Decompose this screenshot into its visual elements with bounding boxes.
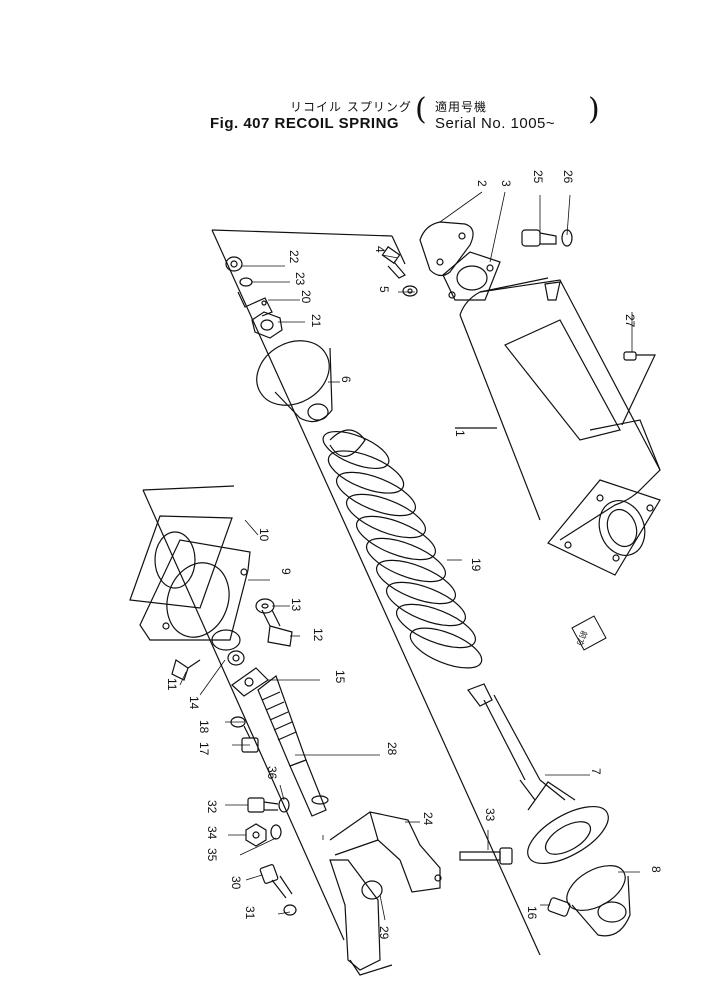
recoil-spring-coil [322,429,483,669]
serial-number-range: Serial No. 1005~ [435,115,556,132]
callout-11: 11 [165,678,179,691]
washer-13 [255,598,275,614]
yoke-8 [566,865,631,937]
callout-15: 15 [333,670,347,684]
nut-34 [245,823,267,847]
callout-31: 31 [243,906,257,920]
washer-35 [270,824,282,840]
callout-23: 23 [293,272,307,286]
recoil-cylinder [455,277,661,576]
title-block: リコイル スプリング ( 適用号機 Fig. 407 RECOIL SPRING… [210,92,610,138]
seal-14 [227,650,245,666]
recoil-rod-7 [467,683,609,864]
gasket [442,251,501,301]
nut-21 [251,311,283,339]
callout-34: 34 [205,826,219,840]
lock-plate-15 [231,667,269,697]
callout-24: 24 [421,812,435,826]
callout-13: 13 [289,598,303,612]
bolt-12 [261,609,293,647]
plug-27 [621,351,656,426]
figure-title: Fig. 407 RECOIL SPRING [210,115,400,132]
adjuster-group-outline [142,485,345,941]
bolt-4 [381,246,406,279]
key-16 [547,897,571,917]
bolt-32 [247,797,279,813]
main-assembly-outline [211,229,541,956]
cover-plate [419,221,474,277]
callout-12: 12 [311,628,325,642]
callout-3: 3 [499,180,513,187]
callout-36: 36 [265,766,279,780]
bolt-25 [521,229,557,247]
bolt-33 [459,847,513,865]
washer-5 [402,285,418,297]
callout-1: 1 [453,430,467,437]
front-direction-label: 前方 [575,629,590,647]
bolt-30 [259,864,293,899]
bracket-arm-29 [329,859,393,976]
callout-9: 9 [279,568,293,575]
nut-22 [225,256,243,272]
callout-32: 32 [205,800,219,814]
callout-22: 22 [287,250,301,264]
callout-21: 21 [309,314,323,328]
callout-17: 17 [197,742,211,756]
cylinder-housing-9 [139,539,251,651]
callout-4: 4 [373,246,387,253]
front-direction-badge: 前方 [571,615,607,651]
title-japanese-applicable-models: 適用号機 [435,100,488,114]
callout-7: 7 [589,768,603,775]
callout-2: 2 [475,180,489,187]
title-japanese-part-name: リコイル スプリング [290,100,412,114]
callout-27: 27 [623,314,637,328]
flange-gasket-10 [129,515,233,609]
grease-valve-11 [171,659,201,681]
washer-23 [239,277,253,287]
callout-19: 19 [469,558,483,572]
bracket-24 [329,811,442,893]
washer-36 [278,797,290,813]
callout-29: 29 [377,926,391,940]
callout-6: 6 [339,376,353,383]
callout-30: 30 [229,876,243,890]
callout-20: 20 [299,290,313,304]
open-parenthesis: ( [415,92,427,127]
lock-plate-20 [237,291,273,317]
callout-25: 25 [531,170,545,184]
callout-5: 5 [377,286,391,293]
callout-14: 14 [187,696,201,710]
callout-labels: 1 2 3 4 5 6 7 8 9 10 11 12 13 14 15 16 1… [165,170,663,940]
callout-8: 8 [649,866,663,873]
callout-10: 10 [257,528,271,542]
close-parenthesis: ) [588,92,600,127]
callout-18: 18 [197,720,211,734]
callout-35: 35 [205,848,219,862]
callout-16: 16 [525,906,539,920]
leader-lines [179,191,640,921]
callout-33: 33 [483,808,497,822]
spring-seat-6 [256,340,333,423]
adjusting-screw-28 [257,675,329,817]
washer-31 [283,904,297,916]
callout-26: 26 [561,170,575,184]
callout-28: 28 [385,742,399,756]
